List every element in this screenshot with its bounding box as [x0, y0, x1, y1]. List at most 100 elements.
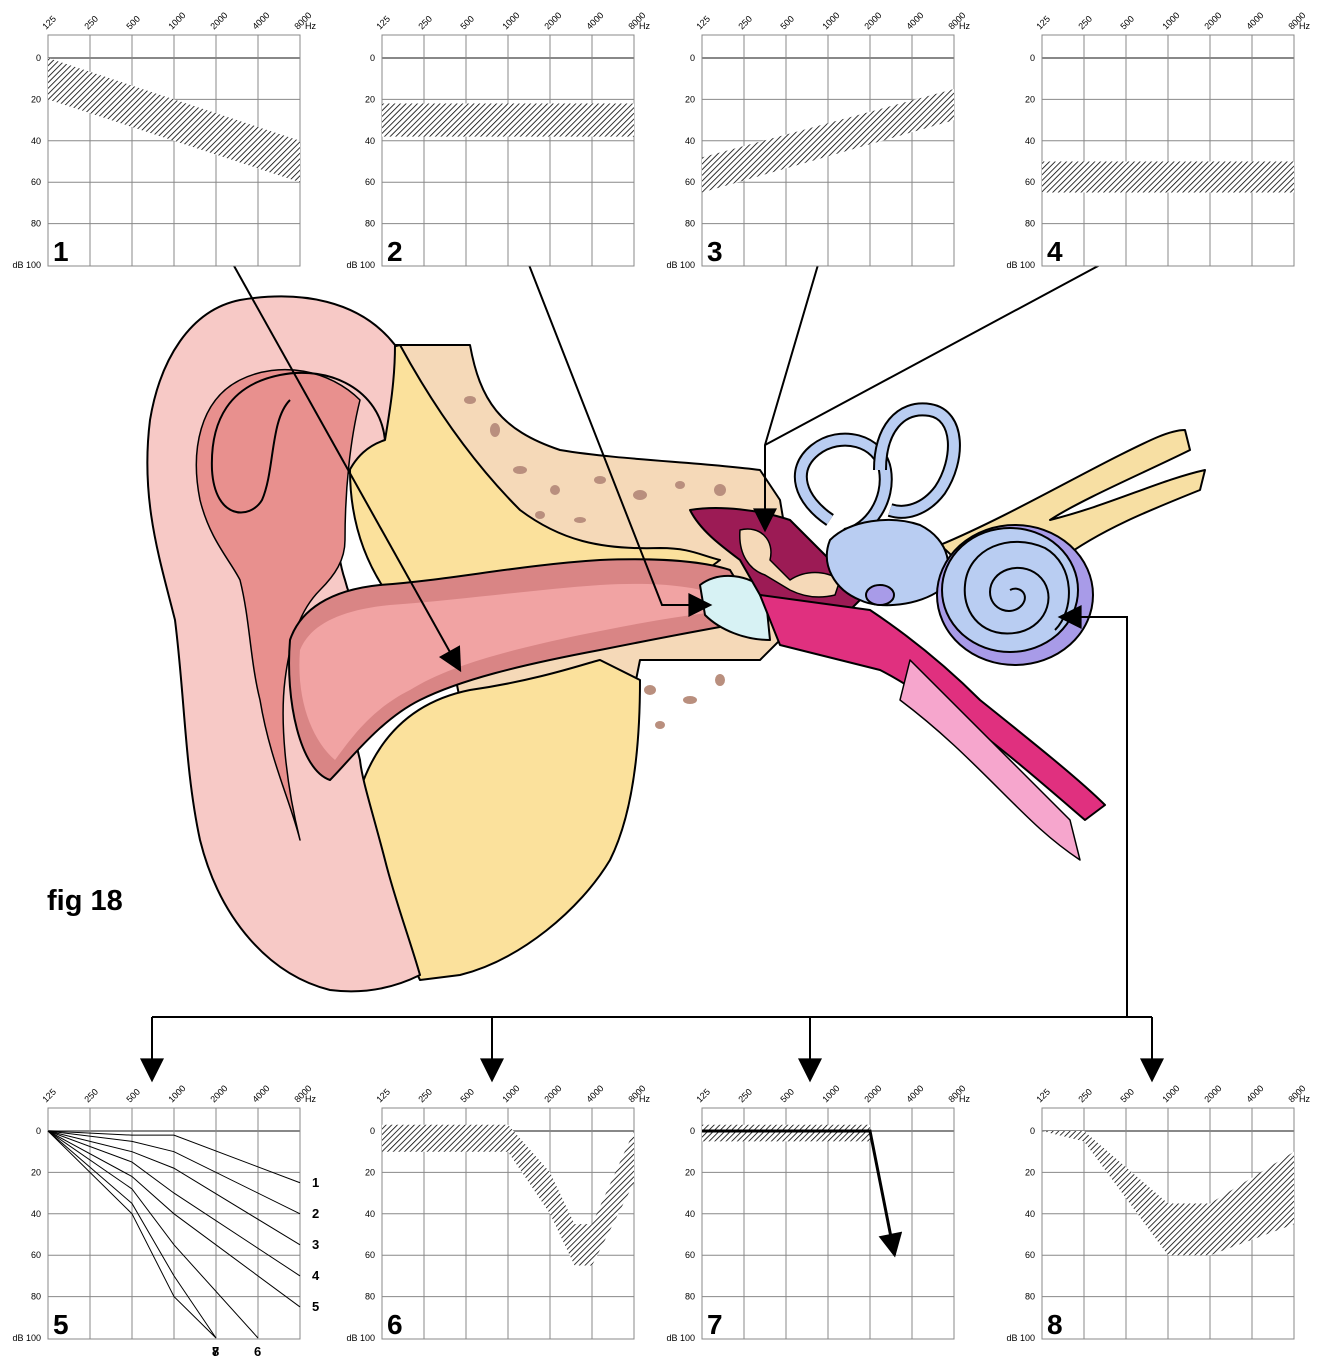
freq-tick-label: 500: [124, 1087, 142, 1105]
panel-number: 8: [1047, 1309, 1063, 1340]
freq-tick-label: 2000: [542, 10, 563, 31]
freq-tick-label: 500: [124, 14, 142, 32]
freq-tick-label: 2000: [862, 1083, 883, 1104]
level-tick-label: 0: [36, 1126, 41, 1136]
semicircular-canals: [801, 409, 954, 535]
series-label: 2: [312, 1206, 319, 1221]
level-tick-label: 20: [685, 1167, 695, 1177]
freq-tick-label: 125: [374, 1087, 392, 1105]
freq-tick-label: 4000: [1244, 10, 1265, 31]
level-tick-label: 80: [365, 219, 375, 229]
freq-tick-label: 1000: [1160, 1083, 1181, 1104]
series-label: 6: [254, 1344, 261, 1359]
audiogram-6: 1252505001000200040008000Hz020406080dB 1…: [346, 1083, 650, 1343]
level-tick-label: 40: [1025, 1209, 1035, 1219]
freq-tick-label: 500: [1118, 14, 1136, 32]
freq-unit-label: Hz: [305, 1094, 316, 1104]
freq-tick-label: 500: [778, 14, 796, 32]
freq-unit-label: Hz: [305, 21, 316, 31]
level-tick-label: 60: [31, 177, 41, 187]
level-tick-label: 0: [370, 53, 375, 63]
panel-number: 6: [387, 1309, 403, 1340]
freq-tick-label: 1000: [500, 10, 521, 31]
level-tick-label: 20: [365, 1167, 375, 1177]
freq-tick-label: 125: [694, 14, 712, 32]
panel-number: 4: [1047, 236, 1063, 267]
freq-unit-label: Hz: [1299, 21, 1310, 31]
freq-unit-label: Hz: [1299, 1094, 1310, 1104]
arrow-8: [1060, 617, 1127, 1017]
freq-tick-label: 2000: [542, 1083, 563, 1104]
level-tick-label: 60: [685, 177, 695, 187]
db-axis-label: dB 100: [12, 260, 41, 270]
freq-tick-label: 250: [1076, 14, 1094, 32]
ear-illustration: [147, 296, 1205, 991]
level-tick-label: 60: [685, 1250, 695, 1260]
freq-tick-label: 125: [1034, 14, 1052, 32]
freq-tick-label: 1000: [500, 1083, 521, 1104]
level-tick-label: 40: [365, 1209, 375, 1219]
freq-tick-label: 2000: [208, 10, 229, 31]
cochlea: [937, 525, 1093, 665]
freq-tick-label: 4000: [584, 1083, 605, 1104]
level-tick-label: 80: [1025, 219, 1035, 229]
freq-tick-label: 250: [736, 1087, 754, 1105]
freq-tick-label: 4000: [904, 1083, 925, 1104]
level-tick-label: 20: [685, 94, 695, 104]
db-axis-label: dB 100: [12, 1333, 41, 1343]
freq-tick-label: 125: [374, 14, 392, 32]
panel-number: 1: [53, 236, 69, 267]
level-tick-label: 40: [31, 136, 41, 146]
level-tick-label: 0: [1030, 53, 1035, 63]
level-tick-label: 60: [1025, 177, 1035, 187]
db-axis-label: dB 100: [346, 260, 375, 270]
level-tick-label: 80: [31, 219, 41, 229]
freq-unit-label: Hz: [959, 21, 970, 31]
level-tick-label: 60: [365, 1250, 375, 1260]
hearing-loss-band: [1042, 162, 1294, 193]
freq-tick-label: 500: [778, 1087, 796, 1105]
freq-unit-label: Hz: [639, 1094, 650, 1104]
panel-number: 3: [707, 236, 723, 267]
level-tick-label: 80: [685, 219, 695, 229]
level-tick-label: 20: [365, 94, 375, 104]
level-tick-label: 60: [1025, 1250, 1035, 1260]
freq-tick-label: 250: [736, 14, 754, 32]
freq-tick-label: 250: [82, 14, 100, 32]
freq-tick-label: 1000: [166, 1083, 187, 1104]
freq-tick-label: 2000: [208, 1083, 229, 1104]
level-tick-label: 0: [690, 53, 695, 63]
freq-unit-label: Hz: [959, 1094, 970, 1104]
freq-tick-label: 125: [1034, 1087, 1052, 1105]
freq-tick-label: 250: [416, 14, 434, 32]
level-tick-label: 0: [1030, 1126, 1035, 1136]
figure-label: fig 18: [47, 885, 123, 918]
series-label: 1: [312, 1175, 319, 1190]
level-tick-label: 20: [1025, 1167, 1035, 1177]
freq-tick-label: 125: [694, 1087, 712, 1105]
freq-tick-label: 1000: [1160, 10, 1181, 31]
level-tick-label: 60: [31, 1250, 41, 1260]
freq-tick-label: 2000: [1202, 10, 1223, 31]
freq-tick-label: 500: [458, 1087, 476, 1105]
level-tick-label: 20: [31, 1167, 41, 1177]
audiogram-5: 1252505001000200040008000Hz020406080dB 1…: [12, 1083, 320, 1359]
level-tick-label: 40: [365, 136, 375, 146]
hearing-loss-band: [382, 104, 634, 137]
level-tick-label: 40: [685, 136, 695, 146]
level-tick-label: 0: [36, 53, 41, 63]
freq-tick-label: 1000: [820, 1083, 841, 1104]
freq-unit-label: Hz: [639, 21, 650, 31]
level-tick-label: 80: [1025, 1292, 1035, 1302]
freq-tick-label: 125: [40, 14, 58, 32]
level-tick-label: 80: [365, 1292, 375, 1302]
freq-tick-label: 500: [458, 14, 476, 32]
level-tick-label: 40: [1025, 136, 1035, 146]
freq-tick-label: 1000: [166, 10, 187, 31]
